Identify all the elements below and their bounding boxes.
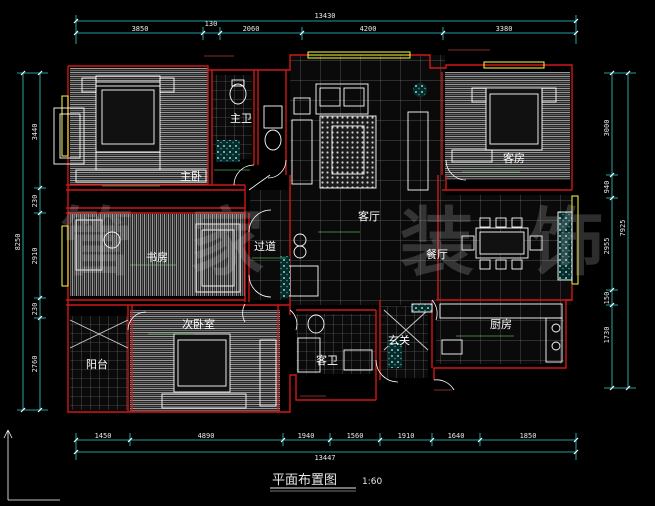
drawing-scale: 1:60 <box>362 477 382 487</box>
drawing-title: 平面布置图 <box>272 473 337 488</box>
dim-left-5: 2760 <box>31 356 39 373</box>
dim-right-4: 150 <box>603 292 611 305</box>
dim-right-2: 940 <box>603 181 611 194</box>
windows <box>61 51 579 287</box>
dim-top-3: 2060 <box>243 25 260 33</box>
floors <box>70 55 572 412</box>
dim-bottom-3: 1940 <box>298 432 315 440</box>
axis-marker <box>3 429 60 501</box>
dim-right-1: 3000 <box>603 120 611 137</box>
dimension-ticks <box>20 18 631 455</box>
caption: 平面布置图 1:60 <box>270 473 382 492</box>
dim-bottom-1: 1450 <box>95 432 112 440</box>
dim-left-4: 230 <box>31 303 39 316</box>
dim-right-5: 1730 <box>603 327 611 344</box>
room-label-study: 书房 <box>146 251 168 264</box>
dim-top-4: 4200 <box>360 25 377 33</box>
room-label-corridor: 过道 <box>254 239 276 253</box>
watermark: 管 家 装 饰 <box>60 200 604 286</box>
doors <box>127 159 467 391</box>
dim-top-2: 130 <box>205 20 218 28</box>
room-label-second-bedroom: 次卧室 <box>182 317 215 331</box>
dim-left-2: 230 <box>31 195 39 208</box>
room-label-master-bath: 主卫 <box>230 112 252 125</box>
room-label-living-room: 客厅 <box>358 209 380 223</box>
dim-left-3: 2910 <box>31 248 39 265</box>
dim-bottom-6: 1640 <box>448 432 465 440</box>
dim-bottom-5: 1910 <box>398 432 415 440</box>
walls <box>66 54 573 413</box>
watermark-char-2: 家 <box>190 200 264 286</box>
dim-bottom-2: 4890 <box>198 432 215 440</box>
furniture <box>53 75 573 409</box>
dim-right-total: 7925 <box>619 220 627 237</box>
room-label-guest-bath: 客卫 <box>316 353 338 367</box>
room-label-guest-room: 客房 <box>503 151 525 165</box>
room-label-entrance: 玄关 <box>388 333 410 347</box>
dim-right-3: 2955 <box>603 238 611 255</box>
dim-bottom-4: 1560 <box>347 432 364 440</box>
room-labels: 主卫 主卧 客厅 客房 书房 过道 餐厅 次卧室 阳台 客卫 玄关 厨房 <box>86 112 525 371</box>
dim-top-1: 3850 <box>132 25 149 33</box>
watermark-char-1: 管 <box>60 200 134 286</box>
room-label-balcony: 阳台 <box>86 357 108 371</box>
room-label-dining-room: 餐厅 <box>426 247 448 261</box>
dim-top-total: 13430 <box>314 12 335 20</box>
watermark-char-3: 装 <box>400 200 474 286</box>
dim-bottom-7: 1850 <box>520 432 537 440</box>
annotation-notes <box>102 49 520 397</box>
dim-left-total: 8250 <box>14 234 22 251</box>
dim-top-5: 3380 <box>496 25 513 33</box>
dim-left-1: 3440 <box>31 124 39 141</box>
room-label-master-bedroom: 主卧 <box>180 170 202 183</box>
watermark-char-4: 饰 <box>530 200 604 286</box>
dim-bottom-total: 13447 <box>314 454 335 462</box>
room-label-kitchen: 厨房 <box>490 318 512 331</box>
